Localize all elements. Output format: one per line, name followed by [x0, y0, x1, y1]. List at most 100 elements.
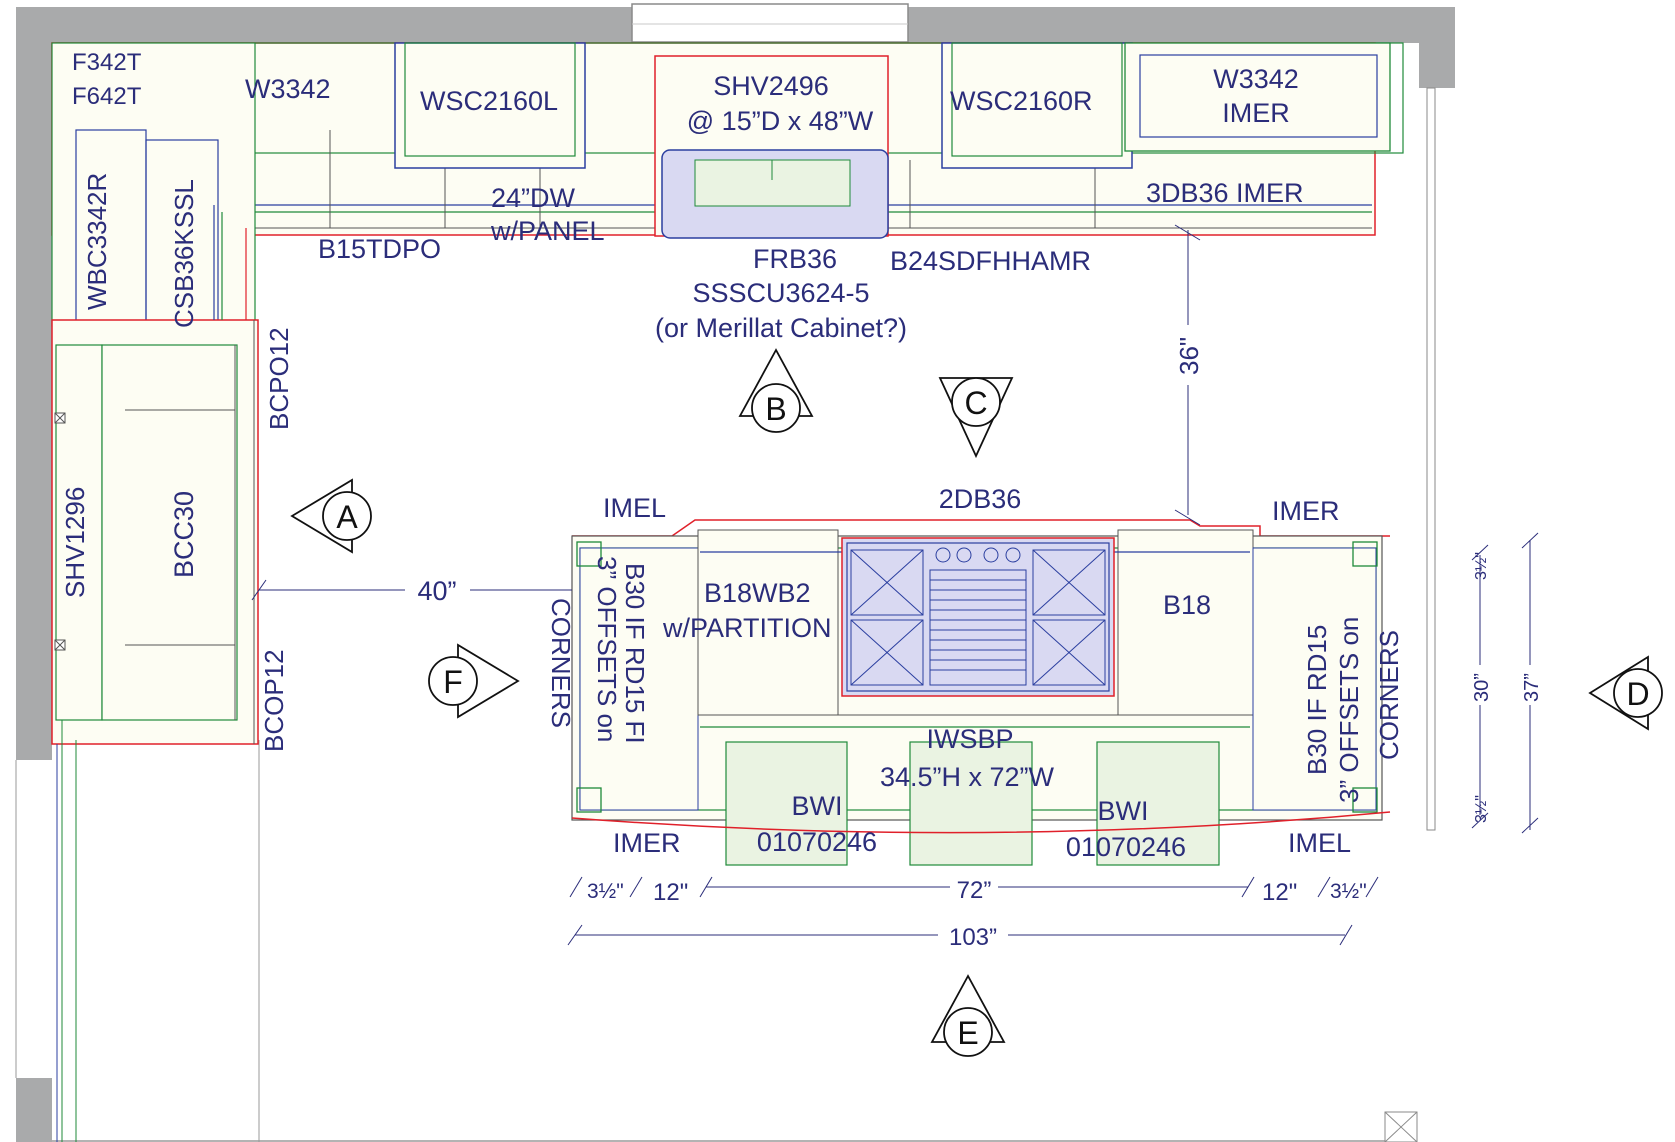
- cooktop-knobs: [935, 547, 1021, 563]
- dim-depth-30: 30”: [1471, 673, 1493, 702]
- w3342-imer-inner: [1139, 54, 1378, 138]
- dim-seg-tick: [1365, 876, 1379, 898]
- label-2db36: 2DB36: [939, 484, 1022, 514]
- label-b18wb2-line2: w/PARTITION: [662, 613, 832, 643]
- dim-40: 40”: [417, 576, 456, 606]
- b18-cabinet: [1117, 529, 1254, 716]
- left-run: [51, 42, 259, 1142]
- label-w3342-left: W3342: [245, 74, 331, 104]
- view-marker-e: [930, 974, 1006, 1057]
- label-b30-right-line3: CORNERS: [1374, 630, 1404, 760]
- dim-offset-a: 3½": [587, 880, 624, 903]
- wall-left-lower: [16, 1078, 52, 1142]
- dim-40-tick: [251, 579, 267, 601]
- view-marker-b-letter: B: [765, 391, 786, 427]
- corner-post: [576, 541, 602, 567]
- b18wb2-cabinet: [697, 529, 839, 716]
- label-imer-top: IMER: [1272, 496, 1340, 526]
- label-w3342-imer-line2: IMER: [1222, 98, 1290, 128]
- dim-seg-tick: [1317, 876, 1331, 898]
- label-b18wb2-line1: B18WB2: [704, 578, 811, 608]
- view-marker-a-letter: A: [336, 499, 358, 535]
- wsc2160l-cabinet: [394, 42, 586, 169]
- island: [571, 519, 1391, 866]
- view-markers: [290, 348, 1663, 1057]
- view-marker-b: [738, 348, 814, 433]
- dim-depth-offset-top: 3½": [1473, 552, 1490, 580]
- label-merillat: (or Merillat Cabinet?): [655, 313, 907, 343]
- wsc2160l-inner: [404, 42, 576, 157]
- label-3db36-imer: 3DB36 IMER: [1146, 178, 1304, 208]
- label-wsc2160l: WSC2160L: [420, 86, 558, 116]
- dim-depth-offset-bottom: 3½": [1473, 795, 1490, 823]
- floor-vent-icon: [1384, 1111, 1418, 1142]
- view-marker-a: [290, 478, 372, 554]
- wall-right-return: [1419, 7, 1455, 88]
- label-b30-right-line2: 3” OFFSETS on: [1334, 617, 1364, 803]
- bwi-left-drawer: [725, 741, 848, 866]
- view-marker-d: [1588, 655, 1663, 731]
- outlet-x: [54, 412, 66, 424]
- dimension-lines: [251, 224, 1539, 946]
- view-marker-d-letter: D: [1626, 676, 1649, 712]
- wsc2160r-inner: [951, 42, 1123, 157]
- dim-seg-tick: [569, 876, 583, 898]
- dim-12-a: 12": [653, 879, 688, 906]
- label-w3342-imer-line1: W3342: [1213, 64, 1299, 94]
- label-iwsbp-line2: 34.5”H x 72”W: [880, 762, 1055, 792]
- label-f642t: F642T: [72, 83, 142, 110]
- label-bwi-right-line2: 01070246: [1066, 832, 1186, 862]
- label-shv2496-line1: SHV2496: [713, 71, 829, 101]
- label-bcc30: BCC30: [169, 491, 199, 578]
- view-marker-c-letter: C: [964, 385, 987, 421]
- label-wsc2160r: WSC2160R: [950, 86, 1093, 116]
- label-f342t: F342T: [72, 49, 142, 76]
- island-top-outline: [572, 519, 1390, 537]
- label-b30-left-line3: CORNERS: [546, 598, 576, 728]
- label-bcop12: BCOP12: [259, 649, 289, 752]
- top-run: [51, 42, 1404, 239]
- label-bwi-left-line1: BWI: [792, 791, 843, 821]
- dim-72-tick: [699, 876, 713, 898]
- cooktop: [841, 537, 1115, 697]
- label-b18: B18: [1163, 590, 1211, 620]
- cooktop-inner: [846, 542, 1110, 692]
- iwsbp-panel: [909, 741, 1033, 866]
- bcc30-cabinet: [101, 344, 238, 721]
- label-dw-line2: w/PANEL: [490, 216, 605, 246]
- label-imel-bottom: IMEL: [1288, 828, 1351, 858]
- dim-30-tick: [1471, 544, 1489, 561]
- label-b15tdpo: B15TDPO: [318, 234, 441, 264]
- dim-36: 36": [1174, 337, 1204, 375]
- label-wbc3342r: WBC3342R: [82, 173, 112, 310]
- w3342-imer-cabinet: [1124, 42, 1391, 152]
- window-opening: [631, 3, 909, 43]
- label-sssc: SSSCU3624-5: [692, 278, 869, 308]
- label-b30-left-line1: B30 IF RD15 FI: [620, 563, 650, 744]
- corner-post: [1352, 541, 1378, 567]
- label-bwi-left-line2: 01070246: [757, 827, 877, 857]
- dim-offset-b: 3½": [1330, 880, 1367, 903]
- b30-left-cabinet: [579, 547, 699, 811]
- dim-37-tick: [1521, 817, 1539, 834]
- label-iwsbp-line1: IWSBP: [926, 724, 1013, 754]
- label-imer-bottom: IMER: [613, 828, 681, 858]
- island-bottom-curve: [571, 811, 1391, 834]
- corner-post: [1352, 787, 1378, 813]
- dim-72-tick: [1241, 876, 1255, 898]
- view-marker-f-letter: F: [443, 664, 463, 700]
- view-marker-e-letter: E: [957, 1015, 978, 1051]
- right-window-jamb: [1426, 87, 1436, 831]
- dim-seg-tick: [629, 876, 643, 898]
- label-b30-right-line1: B30 IF RD15: [1302, 625, 1332, 775]
- dim-36-tick: [1174, 224, 1201, 241]
- walls: [15, 3, 1455, 1142]
- dim-103: 103”: [949, 924, 997, 951]
- label-b30-left-line2: 3” OFFSETS on: [592, 556, 622, 742]
- label-shv1296: SHV1296: [60, 487, 90, 598]
- label-bwi-right-line1: BWI: [1098, 796, 1149, 826]
- left-upper-cabinets: [51, 42, 256, 327]
- label-dw-line1: 24”DW: [491, 183, 576, 213]
- outlet-x: [54, 639, 66, 651]
